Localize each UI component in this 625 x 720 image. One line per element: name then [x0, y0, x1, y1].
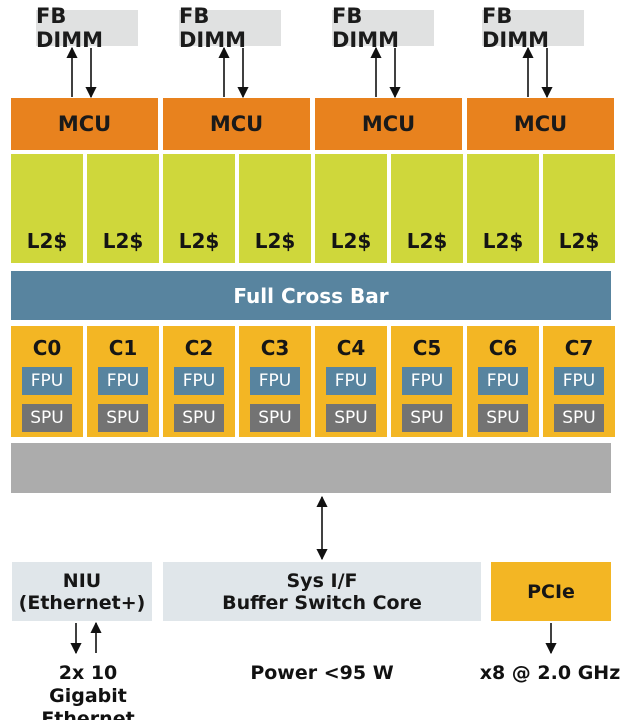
pcie-speed-caption: x8 @ 2.0 GHz: [479, 662, 621, 684]
mcu-3: MCU: [467, 98, 614, 150]
fb-dimm-1: FB DIMM: [179, 4, 281, 52]
niu-box: NIU (Ethernet+): [12, 562, 152, 621]
mcu-1: MCU: [163, 98, 310, 150]
core-7: C7 FPU SPU: [543, 326, 615, 437]
sys-if-box: Sys I/F Buffer Switch Core: [163, 562, 481, 621]
niu-title: NIU: [62, 569, 102, 592]
core-1: C1 FPU SPU: [87, 326, 159, 437]
l2-cache-4: L2$: [315, 154, 387, 263]
core-label: C3: [260, 336, 290, 360]
l2-cache-1: L2$: [87, 154, 159, 263]
sys-if-title: Sys I/F: [286, 569, 358, 592]
core-label: C4: [336, 336, 366, 360]
niu-subtitle: (Ethernet+): [18, 591, 146, 614]
core-5: C5 FPU SPU: [391, 326, 463, 437]
core-label: C5: [412, 336, 442, 360]
l2-cache-3: L2$: [239, 154, 311, 263]
l2-cache-5: L2$: [391, 154, 463, 263]
l2-cache-2: L2$: [163, 154, 235, 263]
core-label: C0: [32, 336, 62, 360]
core-3: C3 FPU SPU: [239, 326, 311, 437]
pcie-box: PCIe: [491, 562, 611, 621]
spu-unit: SPU: [98, 404, 148, 432]
interconnect-band: [11, 443, 611, 493]
core-6: C6 FPU SPU: [467, 326, 539, 437]
core-label: C1: [108, 336, 138, 360]
ethernet-caption-line2: Gigabit Ethernet: [41, 685, 135, 720]
core-4: C4 FPU SPU: [315, 326, 387, 437]
core-label: C7: [564, 336, 594, 360]
l2-cache-0: L2$: [11, 154, 83, 263]
fpu-unit: FPU: [22, 367, 72, 395]
spu-unit: SPU: [22, 404, 72, 432]
full-cross-bar: Full Cross Bar: [11, 271, 611, 320]
fpu-unit: FPU: [326, 367, 376, 395]
sys-if-subtitle: Buffer Switch Core: [222, 591, 422, 614]
core-0: C0 FPU SPU: [11, 326, 83, 437]
power-caption: Power <95 W: [250, 662, 394, 684]
spu-unit: SPU: [250, 404, 300, 432]
fpu-unit: FPU: [478, 367, 528, 395]
ethernet-caption: 2x 10 Gigabit Ethernet: [0, 662, 176, 720]
l2-cache-7: L2$: [543, 154, 615, 263]
core-label: C6: [488, 336, 518, 360]
fpu-unit: FPU: [174, 367, 224, 395]
spu-unit: SPU: [402, 404, 452, 432]
mcu-0: MCU: [11, 98, 158, 150]
ethernet-caption-line1: 2x 10: [58, 662, 118, 684]
spu-unit: SPU: [174, 404, 224, 432]
fpu-unit: FPU: [402, 367, 452, 395]
core-label: C2: [184, 336, 214, 360]
l2-cache-6: L2$: [467, 154, 539, 263]
spu-unit: SPU: [478, 404, 528, 432]
core-2: C2 FPU SPU: [163, 326, 235, 437]
spu-unit: SPU: [326, 404, 376, 432]
fpu-unit: FPU: [554, 367, 604, 395]
fpu-unit: FPU: [98, 367, 148, 395]
fpu-unit: FPU: [250, 367, 300, 395]
mcu-2: MCU: [315, 98, 462, 150]
spu-unit: SPU: [554, 404, 604, 432]
